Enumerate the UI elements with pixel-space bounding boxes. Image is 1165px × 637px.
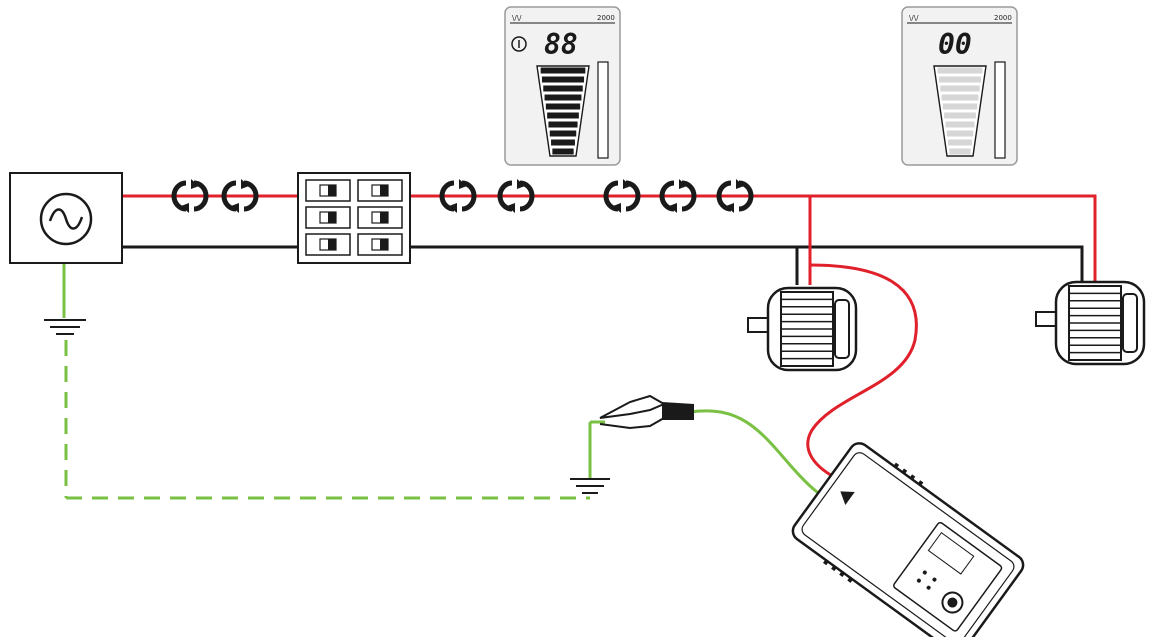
signal-bar <box>545 103 581 110</box>
signal-bar <box>941 94 979 101</box>
alligator-clip-icon <box>599 394 694 430</box>
signal-bar <box>937 67 983 74</box>
motor-icon <box>747 286 858 372</box>
breaker-switch <box>305 233 351 256</box>
signal-direction-icon <box>439 179 477 213</box>
arrow-icon <box>840 491 855 505</box>
signal-direction-icon <box>221 179 259 213</box>
breaker-switch <box>357 179 403 202</box>
signal-bar <box>543 85 583 92</box>
signal-bar <box>540 67 586 74</box>
ground-symbol-icon <box>570 478 610 494</box>
signal-bar <box>940 85 980 92</box>
signal-bar <box>942 103 978 110</box>
breaker-switch <box>357 206 403 229</box>
breaker-switch <box>305 206 351 229</box>
signal-bar <box>551 139 575 146</box>
red-test-lead <box>806 263 918 482</box>
breaker-switch <box>357 233 403 256</box>
signal-bar <box>946 130 974 137</box>
signal-direction-icon <box>603 179 641 213</box>
ground-symbol-icon <box>44 319 86 335</box>
signal-bar <box>549 130 577 137</box>
signal-bar <box>552 148 574 155</box>
signal-label: \/\/ <box>512 14 522 22</box>
circuit-breaker-icon <box>297 172 411 264</box>
info-icon <box>511 36 527 52</box>
breaker-switch <box>305 179 351 202</box>
live-wire <box>122 194 1097 285</box>
transmitter-device-icon <box>791 442 1025 637</box>
signal-bar <box>938 76 982 83</box>
receiver-reading: 00 <box>938 28 972 61</box>
signal-direction-icon <box>659 179 697 213</box>
signal-bar <box>949 148 971 155</box>
signal-bar <box>544 94 582 101</box>
signal-strength-bars <box>536 65 590 157</box>
level-scale <box>994 61 1006 159</box>
earth-wire <box>62 264 831 502</box>
signal-direction-icon <box>497 179 535 213</box>
neutral-wire <box>122 245 1084 285</box>
sine-wave-icon <box>39 192 93 246</box>
signal-bar <box>948 139 972 146</box>
signal-bar <box>944 112 976 119</box>
range-label: 2000 <box>994 14 1012 22</box>
signal-bar <box>541 76 585 83</box>
signal-bar <box>548 121 578 128</box>
signal-direction-icon <box>171 179 209 213</box>
signal-bar <box>945 121 975 128</box>
motor-icon <box>1035 280 1146 366</box>
vent-slots <box>823 462 924 583</box>
signal-label: \/\/ <box>909 14 919 22</box>
signal-direction-icon <box>716 179 754 213</box>
control-panel <box>893 521 1003 632</box>
receiver-display-left: \/\/ 2000 88 <box>504 6 621 166</box>
level-scale <box>597 61 609 159</box>
signal-strength-bars <box>933 65 987 157</box>
signal-bar <box>547 112 579 119</box>
range-label: 2000 <box>597 14 615 22</box>
ac-source <box>9 172 123 264</box>
receiver-display-right: \/\/ 2000 00 <box>901 6 1018 166</box>
receiver-reading: 88 <box>544 28 578 61</box>
